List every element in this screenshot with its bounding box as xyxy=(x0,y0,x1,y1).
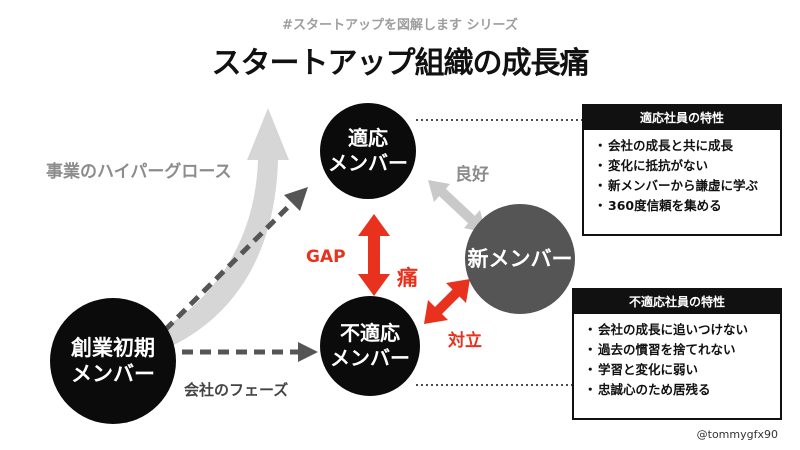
maladaptive-node-line1: 不適応 xyxy=(340,321,400,345)
list-item: ・忠誠心のため居残る xyxy=(584,382,711,397)
good-arrowhead-a xyxy=(428,180,450,202)
dashed-arrowhead-adaptive xyxy=(284,187,308,211)
maladaptive-member-node: 不適応 メンバー xyxy=(320,296,420,396)
list-item: ・変化に抵抗がない xyxy=(594,158,709,173)
series-label: #スタートアップを図解します シリーズ xyxy=(282,18,518,33)
adaptive-traits-box: 適応社員の特性 ・会社の成長と共に成長 ・変化に抵抗がない ・新メンバーから謙虚… xyxy=(582,104,782,236)
adaptive-node-line2: メンバー xyxy=(328,151,408,175)
list-item: ・会社の成長に追いつけない xyxy=(584,322,749,337)
hypergrowth-label: 事業のハイパーグロース xyxy=(46,162,232,182)
new-member-node: 新メンバー xyxy=(465,204,575,314)
maladaptive-traits-box: 不適応社員の特性 ・会社の成長に追いつけない ・過去の慣習を捨てれない ・学習と… xyxy=(572,288,782,420)
conflict-arrowhead-b xyxy=(424,300,448,324)
hypergrowth-arrow xyxy=(160,108,289,346)
gap-label: GAP xyxy=(306,247,346,267)
list-item: ・過去の慣習を捨てれない xyxy=(584,342,736,357)
page-title: スタートアップ組織の成長痛 xyxy=(211,46,590,81)
maladaptive-traits-title: 不適応社員の特性 xyxy=(574,290,780,314)
founding-member-node: 創業初期 メンバー xyxy=(50,298,176,424)
list-item: ・学習と変化に弱い xyxy=(584,362,699,377)
conflict-arrowhead-a xyxy=(446,279,470,303)
founding-node-line2: メンバー xyxy=(71,362,155,386)
conflict-label: 対立 xyxy=(448,331,482,351)
adaptive-traits-title: 適応社員の特性 xyxy=(584,106,780,130)
dashed-arrow-to-adaptive xyxy=(163,201,294,332)
adaptive-node-line1: 適応 xyxy=(348,126,388,150)
list-item: ・360度信頼を集める xyxy=(594,198,722,213)
gap-double-arrow xyxy=(358,214,390,296)
adaptive-traits-list: ・会社の成長と共に成長 ・変化に抵抗がない ・新メンバーから謙虚に学ぶ ・360… xyxy=(584,130,780,220)
list-item: ・会社の成長と共に成長 xyxy=(594,138,734,153)
founding-node-line1: 創業初期 xyxy=(71,335,155,360)
pain-label: 痛 xyxy=(397,266,418,290)
list-item: ・新メンバーから謙虚に学ぶ xyxy=(594,178,759,193)
new-member-node-label: 新メンバー xyxy=(467,246,573,271)
good-label: 良好 xyxy=(455,165,489,185)
author-credit: @tommygfx90 xyxy=(696,428,778,441)
dashed-arrowhead-maladaptive xyxy=(298,342,318,362)
maladaptive-traits-list: ・会社の成長に追いつけない ・過去の慣習を捨てれない ・学習と変化に弱い ・忠誠… xyxy=(574,314,780,404)
maladaptive-node-line2: メンバー xyxy=(330,346,410,370)
phase-label: 会社のフェーズ xyxy=(184,381,289,399)
adaptive-member-node: 適応 メンバー xyxy=(320,103,416,199)
